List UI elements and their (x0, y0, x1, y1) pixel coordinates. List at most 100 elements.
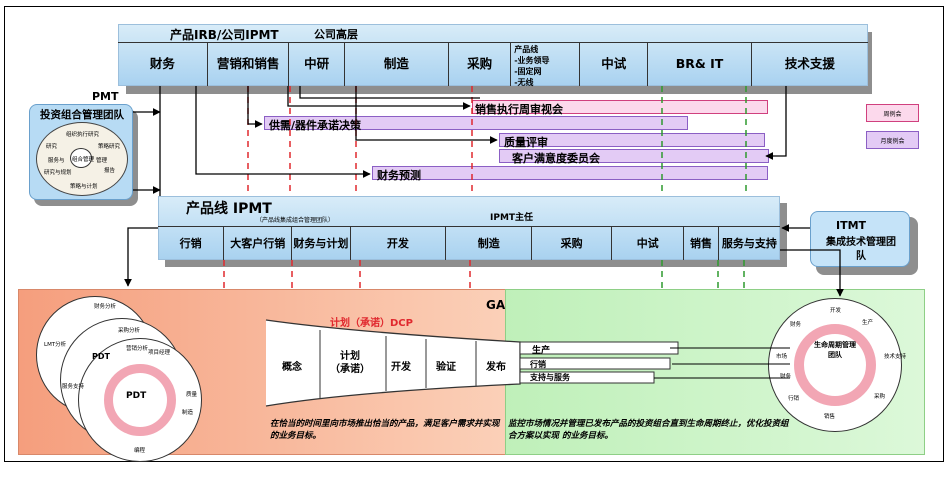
lmt-label: 采购 (874, 394, 886, 400)
pmt-wheel-label: 服务与 (48, 158, 65, 164)
arrow-to-quality (355, 86, 498, 144)
ipmt-divider (158, 226, 780, 227)
lifecycle-support: 支持与服务 (530, 373, 570, 382)
lmt-label: 销售 (824, 414, 836, 420)
arrow-to-customer (299, 86, 480, 99)
pdt-center-label-back: PDT (92, 352, 110, 361)
top-bar (118, 24, 868, 86)
pdt-label: 质量 (186, 392, 198, 398)
top-bar-subtitle: 公司高层 (314, 28, 358, 41)
lmt-label: 生产 (862, 320, 874, 326)
arrow-tech-support (765, 86, 787, 160)
pmt-wheel-hub (70, 148, 92, 168)
dept-cell-rnd: 中研 (289, 42, 345, 86)
meeting-bar-supply (264, 116, 688, 130)
arrow-to-sales (287, 86, 471, 110)
ipmt-subtitle: （产品线集成组合管理团队） (256, 217, 335, 224)
stage-concept: 概念 (282, 362, 302, 373)
itmt-title: ITMT (836, 219, 867, 232)
pdt-label: 营销分析 (126, 346, 149, 352)
meeting-label-quality: 质量评审 (504, 136, 548, 149)
ipmt-cell-key-account: 大客户行销 (224, 226, 293, 260)
lifecycle-production: 生产 (532, 346, 551, 356)
pmt-title: PMT (92, 90, 119, 103)
legend-weekly: 周例会 (866, 104, 919, 122)
lmt-label: 市场 (776, 354, 788, 360)
top-bar-cells: 财务 营销和销售 中研 制造 采购 产品线 -业务领导 -固定网 -无线 中试 … (118, 42, 868, 87)
dept-cell-manufacturing: 制造 (345, 42, 450, 86)
pmt-subtitle: 投资组合管理团队 (40, 109, 124, 121)
legend-weekly-label: 周例会 (883, 110, 902, 118)
right-zone-text: 监控市场情况并管理已发布产品的投资组合直到生命周期终止，优化投资组合方案以实现 … (508, 419, 789, 441)
pmt-wheel-label: 报告 (104, 168, 116, 174)
lmt-label: 开发 (830, 308, 842, 314)
ipmt-cell-sales: 销售 (684, 226, 719, 260)
pdt-label: 项目经理 (148, 350, 171, 356)
left-zone-text: 在恰当的时间里向市场推出恰当的产品，满足客户需求并实现 的业务目标。 (270, 419, 500, 441)
ipmt-cell-procurement: 采购 (532, 226, 613, 260)
meeting-label-customer: 客户满意度委员会 (512, 152, 600, 165)
pdt-label: LMT分析 (44, 342, 67, 348)
meeting-label-supply: 供需/器件承诺决策 (269, 119, 362, 132)
dept-cell-procurement: 采购 (449, 42, 512, 86)
meeting-label-sales: 销售执行周审视会 (475, 103, 563, 116)
pdt-label: 制造 (182, 410, 194, 416)
meeting-bar-finance (372, 166, 768, 180)
top-bar-title: 产品IRB/公司IPMT (170, 28, 279, 42)
lmt-label: 财务 (790, 322, 802, 328)
arrow-ipmt-to-lmt (780, 249, 844, 297)
dept-cell-product-line: 产品线 -业务领导 -固定网 -无线 (511, 42, 581, 87)
product-line-title: 产品线 (514, 45, 539, 54)
arrow-to-finance (195, 86, 371, 178)
arrow-ipmt-to-pdt (124, 227, 158, 287)
ipmt-cell-development: 开发 (351, 226, 447, 260)
pdt-center-label: PDT (126, 391, 147, 401)
pdt-label: 编程 (134, 448, 146, 454)
lifecycle-marketing: 行销 (530, 360, 546, 369)
itmt-subtitle: 集成技术管理团队 (826, 237, 896, 262)
lmt-label: 财务 (780, 374, 792, 380)
meeting-bar-quality (499, 133, 765, 147)
stage-plan: 计划 （承诺） (330, 351, 370, 375)
lmt-ring (794, 324, 876, 406)
ipmt-chair: IPMT主任 (490, 213, 534, 223)
pdt-label: 采购分析 (118, 328, 141, 334)
pmt-wheel-label: 研究与规划 (44, 170, 72, 176)
ga-label: GA (486, 298, 506, 312)
top-bar-divider (118, 42, 868, 43)
lmt-label: 行销 (788, 396, 800, 402)
pdt-ring (104, 364, 176, 436)
legend-monthly: 月度例会 (866, 131, 919, 149)
lmt-label: 技术支持 (884, 354, 907, 360)
dcp-label: 计划（承诺）DCP (330, 318, 413, 329)
ipmt-cells: 行销 大客户行销 财务与计划 开发 制造 采购 中试 销售 服务与支持 (158, 226, 780, 260)
product-line-item: -固定网 (514, 67, 542, 76)
meeting-label-finance: 财务预测 (377, 169, 421, 182)
pmt-wheel-label: 策略与计划 (70, 184, 98, 190)
dept-cell-tech-support: 技术支援 (784, 56, 835, 71)
ipmt-title: 产品线 IPMT (186, 201, 272, 217)
arrow-to-supply (247, 86, 263, 128)
diagram-frame (4, 6, 944, 462)
lifecycle-bar-marketing (519, 357, 671, 370)
ipmt-cell-pilot: 中试 (612, 226, 685, 260)
dept-cell-marketing: 营销和销售 (208, 42, 290, 86)
ipmt-cell-service: 服务与支持 (721, 236, 777, 250)
stage-verify: 验证 (436, 362, 456, 373)
pmt-wheel-label: 策略研究 (98, 144, 121, 150)
product-line-item: -业务领导 (514, 56, 550, 65)
pdt-label: 财务分析 (94, 304, 117, 310)
pmt-wheel-label: 组合管理 (72, 157, 95, 163)
stage-develop: 开发 (391, 362, 411, 373)
pdt-label: 服务支持 (62, 384, 85, 390)
ipmt-cell-marketing: 行销 (158, 226, 225, 260)
meeting-bar-sales (472, 100, 768, 114)
pmt-wheel-label: 组织执行研究 (66, 132, 100, 138)
stage-release: 发布 (486, 362, 506, 373)
ipmt-bar (158, 196, 780, 260)
dept-cell-pilot: 中试 (580, 42, 649, 86)
itmt-box (810, 211, 910, 267)
dept-cell-finance: 财务 (118, 42, 208, 86)
pmt-wheel-label: 研究 (46, 144, 58, 150)
lmt-center-label: 生命周期管理团队 (814, 341, 856, 359)
